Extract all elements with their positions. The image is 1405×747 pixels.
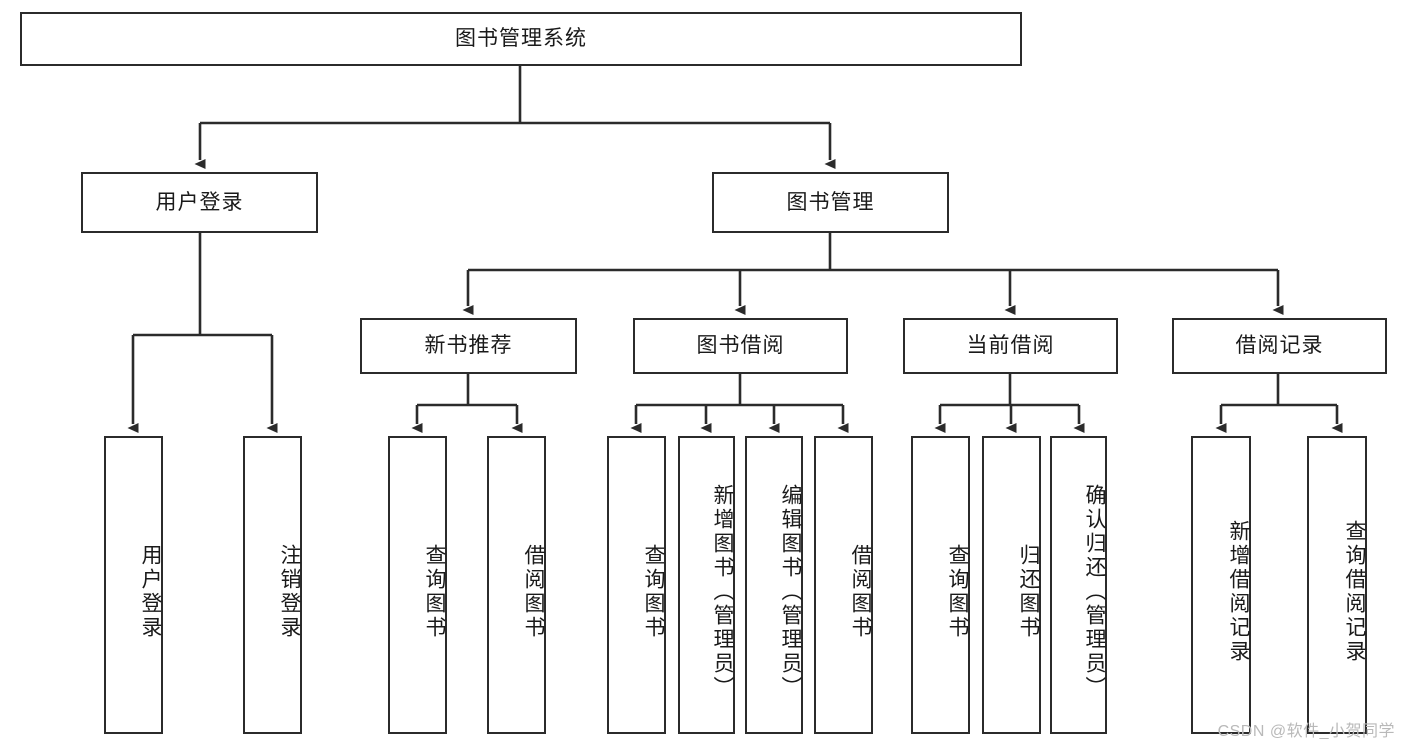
- node-leaf-query-book-1-label: 查询图书: [423, 544, 446, 640]
- node-leaf-query-book-2[interactable]: 查询图书: [607, 436, 666, 734]
- node-leaf-add-record[interactable]: 新增借阅记录: [1191, 436, 1251, 734]
- node-leaf-query-book-3[interactable]: 查询图书: [911, 436, 970, 734]
- node-leaf-borrow-book-2-label: 借阅图书: [849, 544, 872, 640]
- node-leaf-edit-book[interactable]: 编辑图书（管理员）: [745, 436, 803, 734]
- node-root[interactable]: 图书管理系统: [20, 12, 1022, 66]
- node-new-book-recommend[interactable]: 新书推荐: [360, 318, 577, 374]
- node-leaf-confirm-return-label: 确认归还（管理员）: [1083, 484, 1106, 700]
- node-leaf-edit-book-label: 编辑图书（管理员）: [779, 484, 802, 700]
- node-leaf-query-book-1[interactable]: 查询图书: [388, 436, 447, 734]
- node-leaf-query-book-2-label: 查询图书: [642, 544, 665, 640]
- node-book-manage-label: 图书管理: [786, 190, 875, 214]
- node-leaf-borrow-book-2[interactable]: 借阅图书: [814, 436, 873, 734]
- node-leaf-user-login-label: 用户登录: [139, 544, 162, 640]
- node-borrow-record[interactable]: 借阅记录: [1172, 318, 1387, 374]
- node-borrow-record-label: 借阅记录: [1235, 334, 1324, 358]
- node-book-manage[interactable]: 图书管理: [712, 172, 949, 233]
- node-leaf-add-record-label: 新增借阅记录: [1227, 520, 1250, 664]
- node-leaf-borrow-book-1[interactable]: 借阅图书: [487, 436, 546, 734]
- node-leaf-logout-label: 注销登录: [278, 544, 301, 640]
- node-root-label: 图书管理系统: [455, 27, 587, 51]
- node-leaf-query-record-label: 查询借阅记录: [1343, 520, 1366, 664]
- node-leaf-add-book-label: 新增图书（管理员）: [711, 484, 734, 700]
- node-leaf-confirm-return[interactable]: 确认归还（管理员）: [1050, 436, 1107, 734]
- node-leaf-logout[interactable]: 注销登录: [243, 436, 302, 734]
- node-book-borrow[interactable]: 图书借阅: [633, 318, 848, 374]
- node-user-login-label: 用户登录: [155, 190, 244, 214]
- node-current-borrow[interactable]: 当前借阅: [903, 318, 1118, 374]
- node-user-login[interactable]: 用户登录: [81, 172, 318, 233]
- node-leaf-user-login[interactable]: 用户登录: [104, 436, 163, 734]
- node-leaf-add-book[interactable]: 新增图书（管理员）: [678, 436, 735, 734]
- node-leaf-return-book[interactable]: 归还图书: [982, 436, 1041, 734]
- node-leaf-query-book-3-label: 查询图书: [946, 544, 969, 640]
- node-current-borrow-label: 当前借阅: [966, 334, 1055, 358]
- node-leaf-query-record[interactable]: 查询借阅记录: [1307, 436, 1367, 734]
- node-leaf-return-book-label: 归还图书: [1017, 544, 1040, 640]
- node-leaf-borrow-book-1-label: 借阅图书: [522, 544, 545, 640]
- node-new-book-recommend-label: 新书推荐: [424, 334, 513, 358]
- node-book-borrow-label: 图书借阅: [696, 334, 785, 358]
